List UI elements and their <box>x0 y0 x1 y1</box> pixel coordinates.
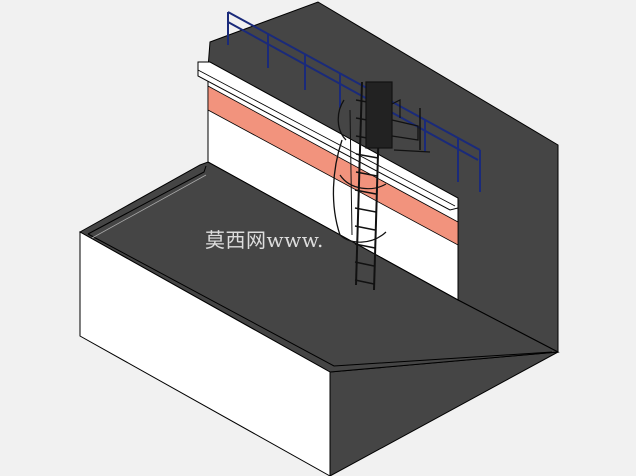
watermark-text: 莫西网www. <box>205 228 324 252</box>
lower-block-right-face <box>329 351 559 476</box>
roof-guard-railing <box>227 11 481 192</box>
wall-stripe-band <box>207 85 459 246</box>
lower-block-front-wall <box>79 231 331 476</box>
cage-ladder <box>332 81 431 291</box>
